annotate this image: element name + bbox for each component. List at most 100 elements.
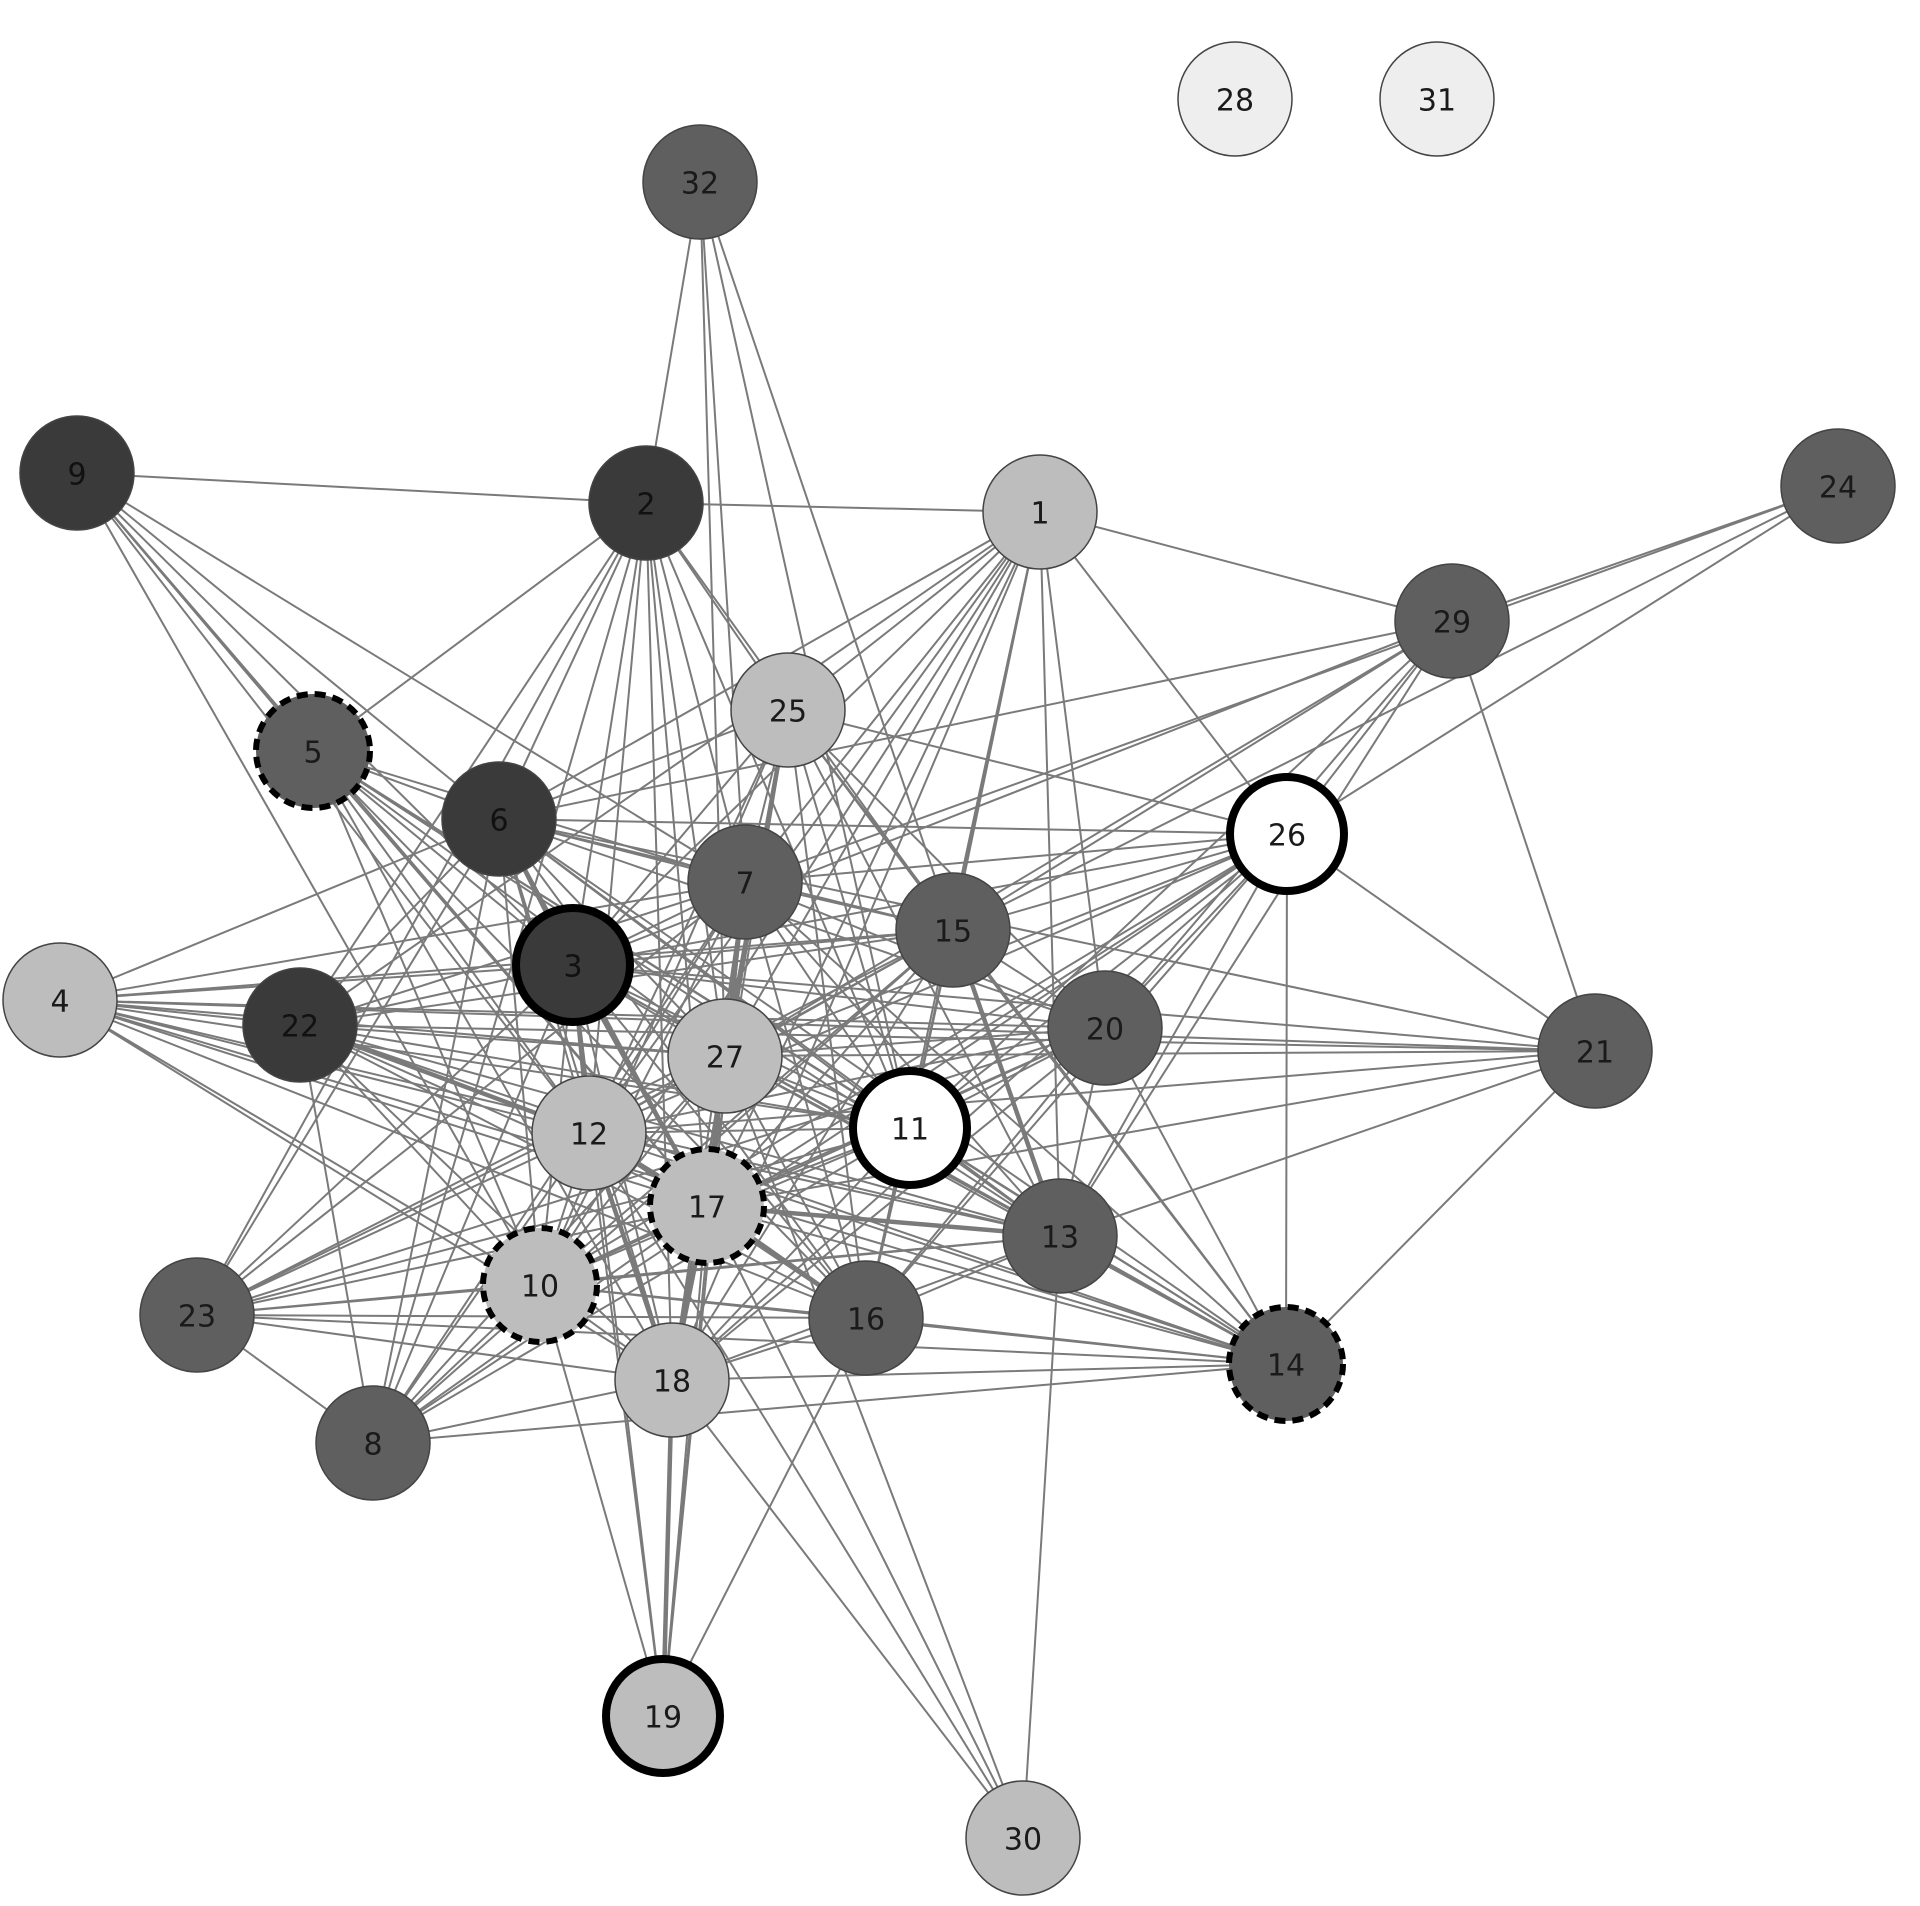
edge-21-22 [299, 1024, 1596, 1052]
edge-9-10 [76, 472, 541, 1286]
edge-20-18 [671, 1027, 1106, 1381]
edge-2-1 [645, 502, 1041, 513]
edge-1-26 [1039, 511, 1288, 835]
edge-9-6 [76, 472, 500, 820]
node-circle-12 [531, 1075, 647, 1191]
node-circle-2 [588, 445, 704, 561]
node-16: 16 [808, 1260, 924, 1376]
edge-2-5 [312, 502, 647, 752]
edge-2-3 [572, 502, 647, 966]
edge-7-14 [744, 881, 1287, 1365]
edge-32-7 [699, 181, 746, 883]
edge-17-14 [706, 1205, 1287, 1365]
edge-21-17 [706, 1050, 1596, 1207]
edge-26-6 [498, 818, 1288, 835]
node-32: 32 [642, 124, 758, 240]
edge-12-23 [196, 1132, 590, 1316]
node-circle-3 [512, 904, 634, 1026]
node-31: 31 [1379, 41, 1495, 157]
node-8: 8 [315, 1385, 431, 1501]
edge-1-27 [724, 511, 1041, 1057]
edge-22-13 [299, 1024, 1061, 1237]
edge-1-12 [588, 511, 1041, 1134]
edge-30-27 [724, 1055, 1024, 1839]
edge-32-15 [699, 181, 954, 931]
edge-29-21 [1451, 620, 1596, 1052]
edge-20-16 [865, 1027, 1106, 1319]
edge-20-12 [588, 1027, 1106, 1134]
edge-7-4 [59, 881, 746, 1001]
edge-16-14 [865, 1317, 1287, 1365]
node-14: 14 [1226, 1304, 1346, 1424]
edge-22-18 [299, 1024, 673, 1381]
node-circle-27 [667, 998, 783, 1114]
nodes-layer: 1234567891011121314151617181920212223242… [2, 41, 1896, 1896]
edge-4-10 [59, 999, 541, 1286]
node-circle-4 [2, 942, 118, 1058]
edge-15-18 [671, 929, 954, 1381]
node-circle-18 [614, 1322, 730, 1438]
node-9: 9 [19, 415, 135, 531]
edge-22-8 [299, 1024, 374, 1444]
edge-2-12 [588, 502, 647, 1134]
node-19: 19 [602, 1655, 724, 1777]
edge-26-18 [671, 833, 1288, 1381]
node-circle-30 [965, 1780, 1081, 1896]
node-11: 11 [849, 1067, 971, 1189]
edge-18-23 [196, 1314, 673, 1381]
edge-2-8 [372, 502, 647, 1444]
edge-23-14 [196, 1314, 1287, 1365]
edge-21-27 [724, 1050, 1596, 1057]
node-circle-7 [687, 824, 803, 940]
edge-27-20 [724, 1027, 1106, 1057]
edge-26-7 [744, 833, 1288, 883]
node-circle-14 [1226, 1304, 1346, 1424]
node-28: 28 [1177, 41, 1293, 157]
edge-27-23 [196, 1055, 726, 1316]
node-7: 7 [687, 824, 803, 940]
edge-16-19 [662, 1317, 867, 1717]
edge-5-12 [312, 750, 590, 1134]
edge-21-14 [1285, 1050, 1596, 1365]
node-3: 3 [512, 904, 634, 1026]
node-circle-17 [647, 1146, 767, 1266]
node-24: 24 [1780, 428, 1896, 544]
node-circle-28 [1177, 41, 1293, 157]
node-21: 21 [1537, 993, 1653, 1109]
edge-26-14 [1285, 833, 1288, 1365]
node-circle-11 [849, 1067, 971, 1189]
node-26: 26 [1226, 773, 1348, 895]
edge-21-6 [498, 818, 1596, 1052]
node-circle-5 [253, 691, 373, 811]
node-25: 25 [730, 652, 846, 768]
edge-2-11 [645, 502, 911, 1129]
edge-7-13 [744, 881, 1061, 1237]
edge-1-22 [299, 511, 1041, 1026]
edge-6-8 [372, 818, 500, 1444]
edge-29-6 [498, 620, 1453, 820]
node-circle-23 [139, 1257, 255, 1373]
node-29: 29 [1394, 563, 1510, 679]
edge-6-10 [498, 818, 541, 1286]
edge-1-29 [1039, 511, 1453, 622]
node-circle-31 [1379, 41, 1495, 157]
node-circle-1 [982, 454, 1098, 570]
edge-17-30 [706, 1205, 1024, 1839]
edge-1-13 [1039, 511, 1061, 1237]
edge-17-19 [662, 1205, 708, 1717]
node-circle-22 [242, 967, 358, 1083]
node-12: 12 [531, 1075, 647, 1191]
edge-17-23 [196, 1205, 708, 1316]
node-10: 10 [480, 1225, 600, 1345]
edge-15-4 [59, 929, 954, 1001]
edge-30-12 [588, 1132, 1024, 1839]
node-circle-21 [1537, 993, 1653, 1109]
edge-18-14 [671, 1363, 1287, 1381]
edge-6-20 [498, 818, 1106, 1029]
node-circle-6 [441, 761, 557, 877]
edge-12-13 [588, 1132, 1061, 1237]
node-circle-15 [895, 872, 1011, 988]
edge-26-17 [706, 833, 1288, 1207]
edge-5-10 [312, 750, 541, 1286]
